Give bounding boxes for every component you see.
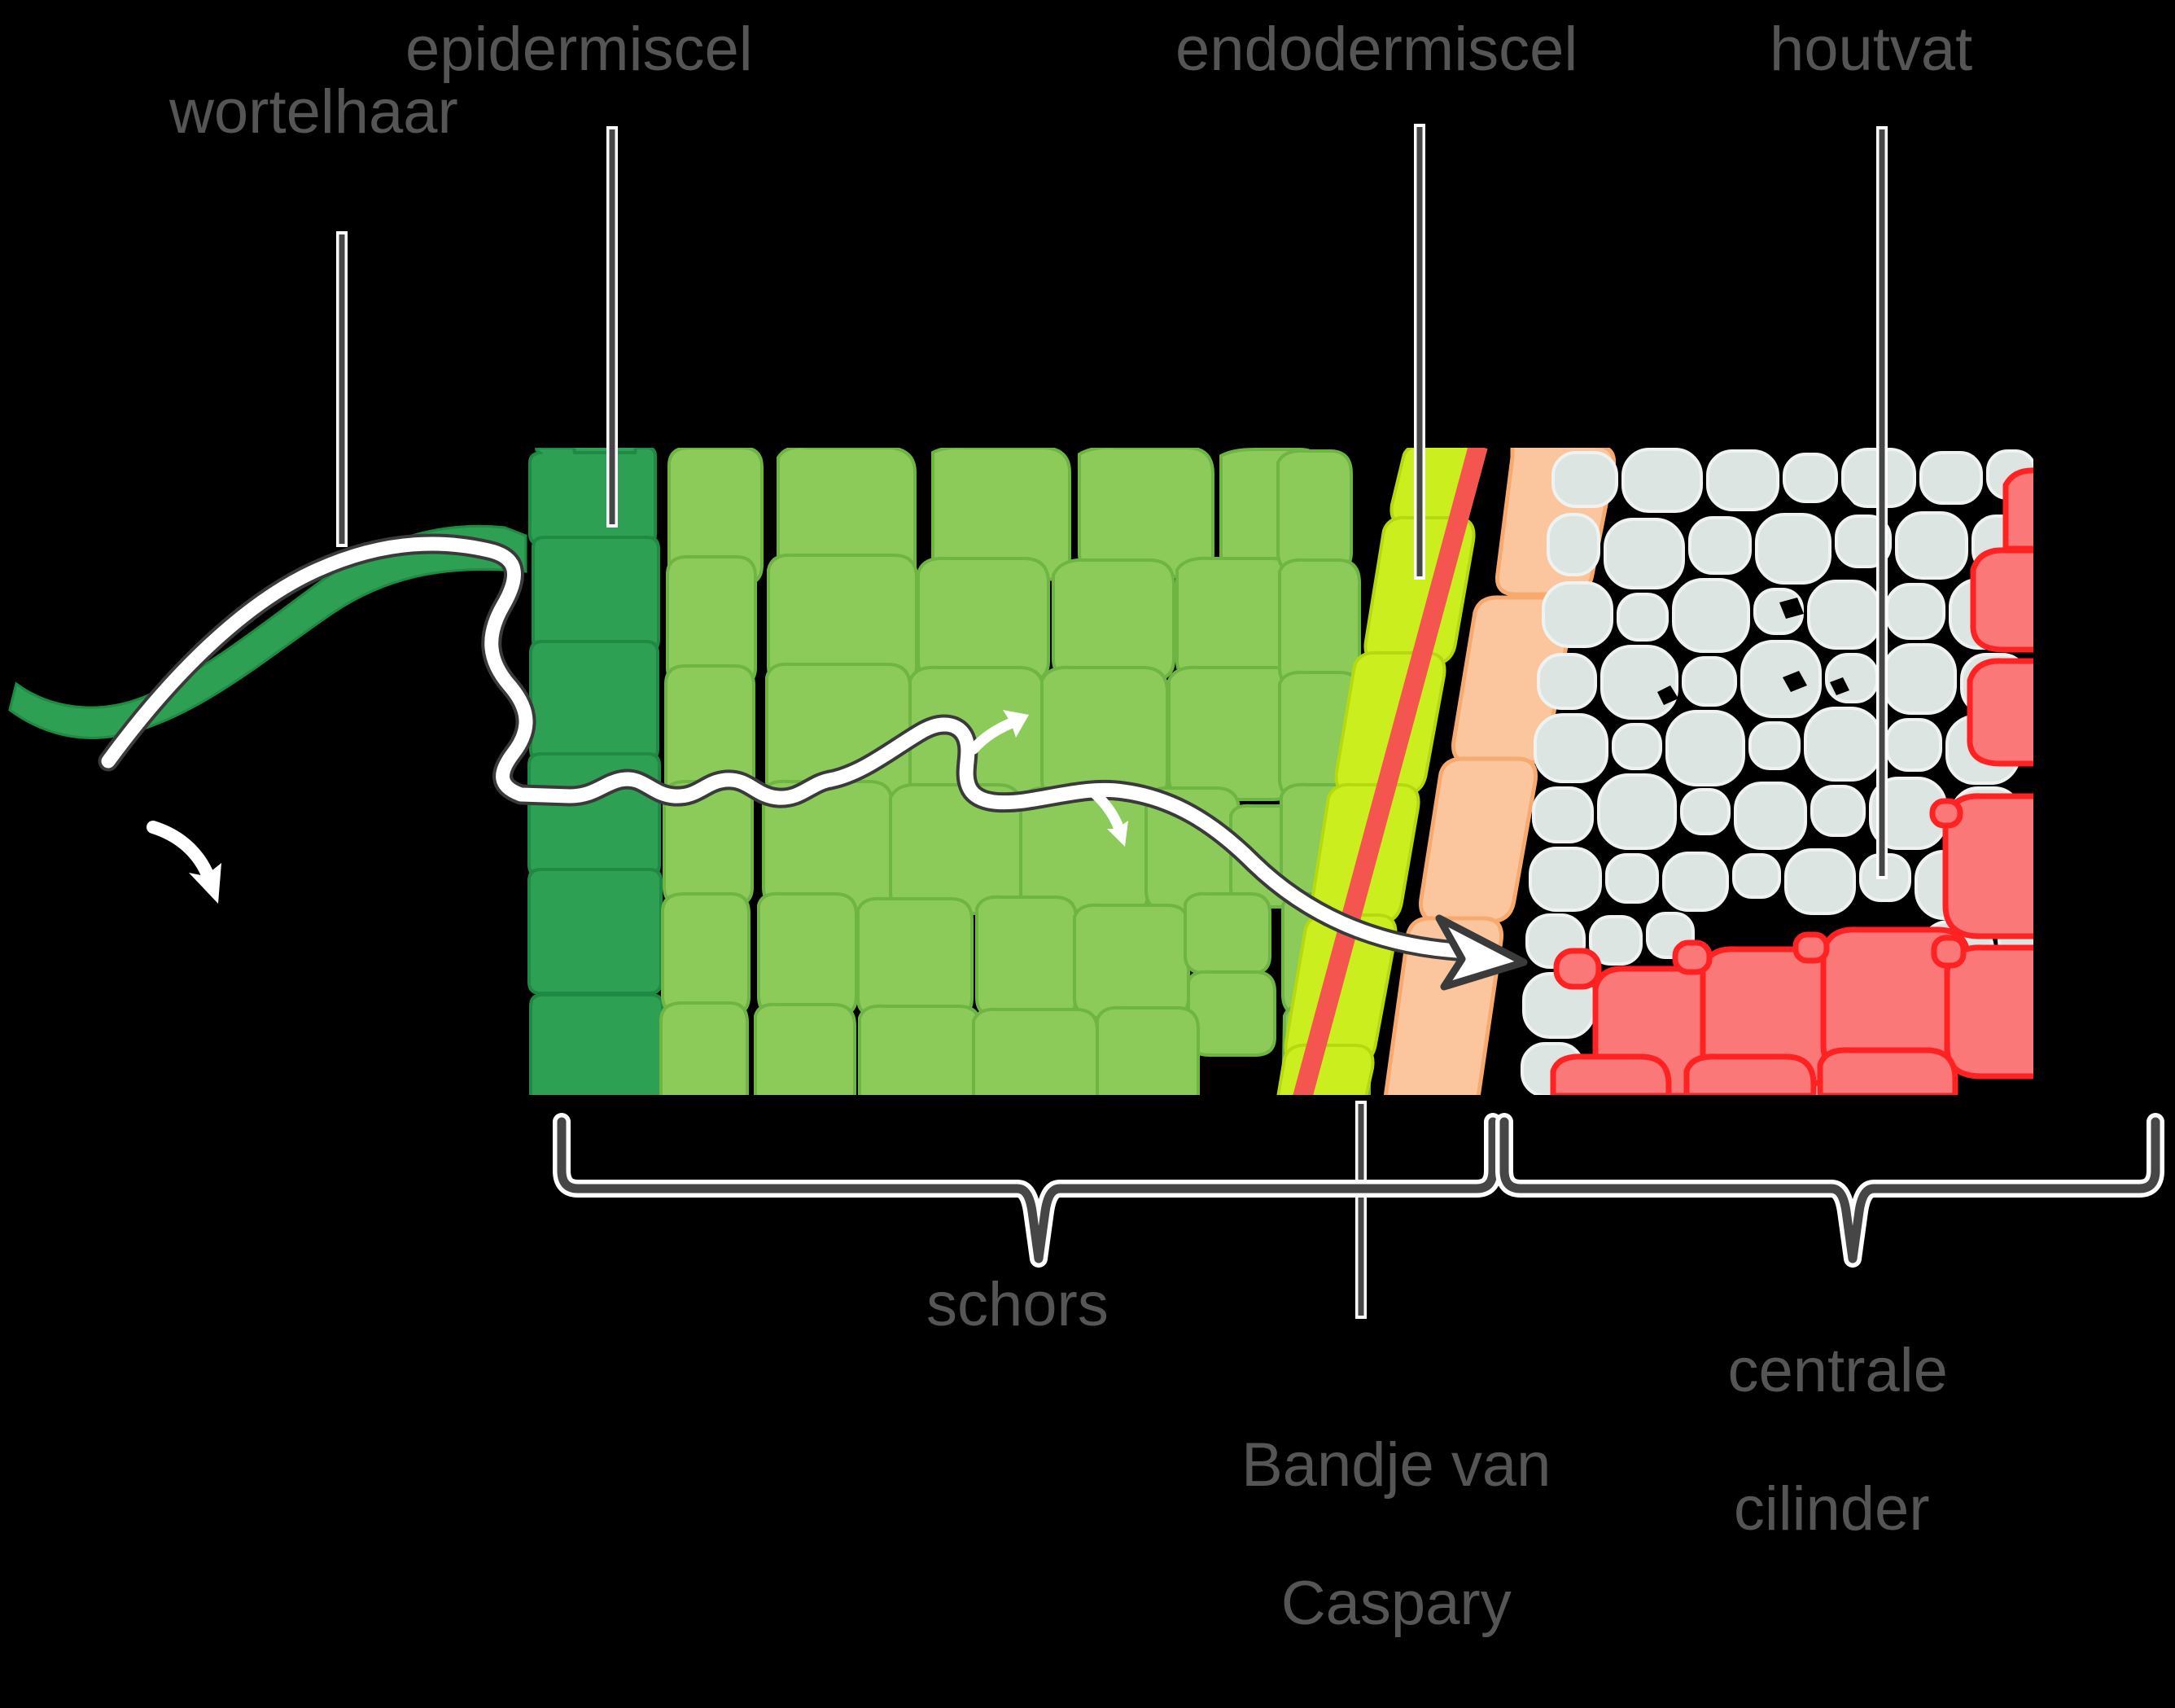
caspary-line-2: Caspary [1280, 1569, 1512, 1639]
label-wortelhaar: wortelhaar [169, 77, 458, 147]
block-mask [0, 0, 2175, 1559]
soil-water-arrow-icon [147, 821, 221, 904]
caspary-line-1: Bandje van [1241, 1430, 1551, 1500]
centrale-cilinder-line-1: centrale [1727, 1336, 1948, 1406]
into-xylem-arrow-icon [1435, 914, 1528, 991]
label-bandje-van-caspary: Bandje van Caspary [1169, 1361, 1555, 1708]
epidermis-cell-column [527, 448, 664, 1095]
label-schors: schors [926, 1270, 1109, 1339]
label-endodermiscel: endodermiscel [1175, 15, 1578, 84]
xylem-vessels [1550, 467, 2033, 1095]
label-epidermiscel: epidermiscel [405, 15, 753, 84]
casparian-strip [1293, 448, 1488, 1095]
water-transport-path [98, 533, 1468, 961]
root-cross-section-illustration [0, 0, 2175, 1559]
bracket-schors [553, 1113, 1502, 1268]
root-hair-outside [8, 524, 527, 739]
bracket-centrale-cilinder [1495, 1113, 2164, 1268]
symplast-down-arrow-icon [1087, 786, 1128, 847]
diagram-canvas: wortelhaar epidermiscel endodermiscel ho… [0, 0, 2175, 1639]
leader-lines [336, 124, 1888, 1319]
label-houtvat: houtvat [1770, 15, 1973, 84]
centrale-cilinder-line-2: cilinder [1733, 1474, 1930, 1544]
symplast-up-arrow-icon [968, 710, 1029, 755]
label-centrale-cilinder: centrale cilinder [1659, 1267, 1947, 1614]
